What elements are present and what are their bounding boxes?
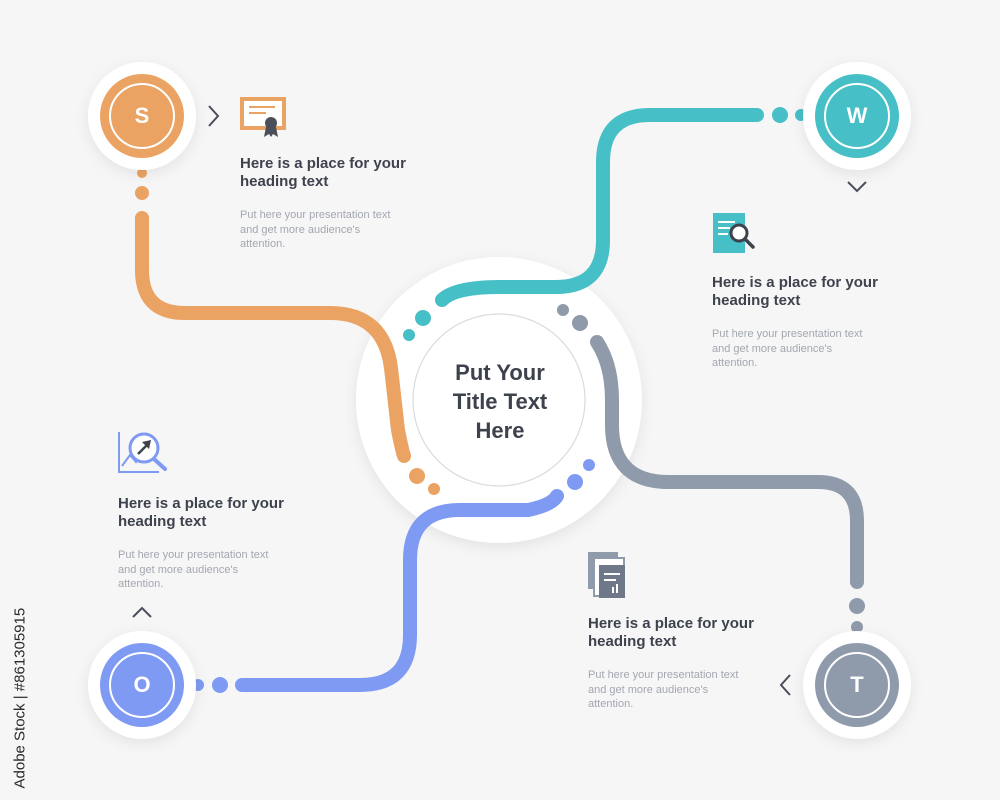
- t-connector: [557, 304, 865, 633]
- center-inner-ring: [412, 313, 586, 487]
- stock-watermark-text: Adobe Stock | #861305915: [11, 607, 29, 789]
- w-connector-dot: [403, 329, 415, 341]
- t-heading: Here is a place for your heading text: [588, 615, 754, 650]
- growth-analysis-icon: [118, 432, 167, 473]
- o-connector-dot: [583, 459, 595, 471]
- report-documents-icon: [588, 552, 625, 598]
- o-circle: [88, 631, 196, 739]
- t-connector-line: [590, 335, 864, 589]
- t-body: Put here your presentation text and get …: [588, 669, 739, 710]
- document-search-icon: [713, 213, 755, 253]
- t-letter: T: [850, 672, 864, 697]
- o-connector-dot: [567, 474, 583, 490]
- w-body: Put here your presentation text and get …: [712, 328, 863, 369]
- o-body: Put here your presentation text and get …: [118, 549, 269, 590]
- s-connector-dot: [409, 468, 425, 484]
- stock-watermark: Adobe Stock | #861305915: [11, 570, 29, 790]
- s-letter: S: [134, 103, 150, 128]
- w-connector-line: [435, 108, 764, 307]
- w-connector-dot: [415, 310, 431, 326]
- o-heading: Here is a place for your heading text: [118, 495, 284, 530]
- s-connector: [135, 168, 440, 495]
- center-title: Put Your Title Text Here: [452, 360, 548, 443]
- s-heading: Here is a place for your heading text: [240, 155, 406, 190]
- t-circle: [803, 631, 911, 739]
- o-connector-line: [235, 489, 564, 692]
- w-circle: [803, 62, 911, 170]
- certificate-icon: [240, 97, 286, 137]
- t-connector-dot: [849, 598, 865, 614]
- s-connector-line: [135, 211, 411, 463]
- w-connector-dot: [772, 107, 788, 123]
- center-disc: [356, 257, 642, 543]
- w-heading: Here is a place for your heading text: [712, 274, 878, 309]
- w-letter: W: [846, 103, 868, 128]
- s-connector-dot: [428, 483, 440, 495]
- s-circle: [88, 62, 196, 170]
- w-connector: [403, 107, 807, 341]
- chevron-left-icon: [779, 674, 791, 696]
- chevron-up-icon: [132, 606, 152, 618]
- s-connector-dot: [137, 168, 147, 178]
- chevron-right-icon: [208, 105, 220, 127]
- o-connector-dot: [212, 677, 228, 693]
- s-connector-dot: [135, 186, 149, 200]
- t-connector-dot: [572, 315, 588, 331]
- s-body: Put here your presentation text and get …: [240, 209, 391, 250]
- o-letter: O: [133, 672, 151, 697]
- t-connector-dot: [851, 621, 863, 633]
- o-connector: [192, 459, 595, 693]
- chevron-down-icon: [847, 181, 867, 193]
- t-connector-dot: [557, 304, 569, 316]
